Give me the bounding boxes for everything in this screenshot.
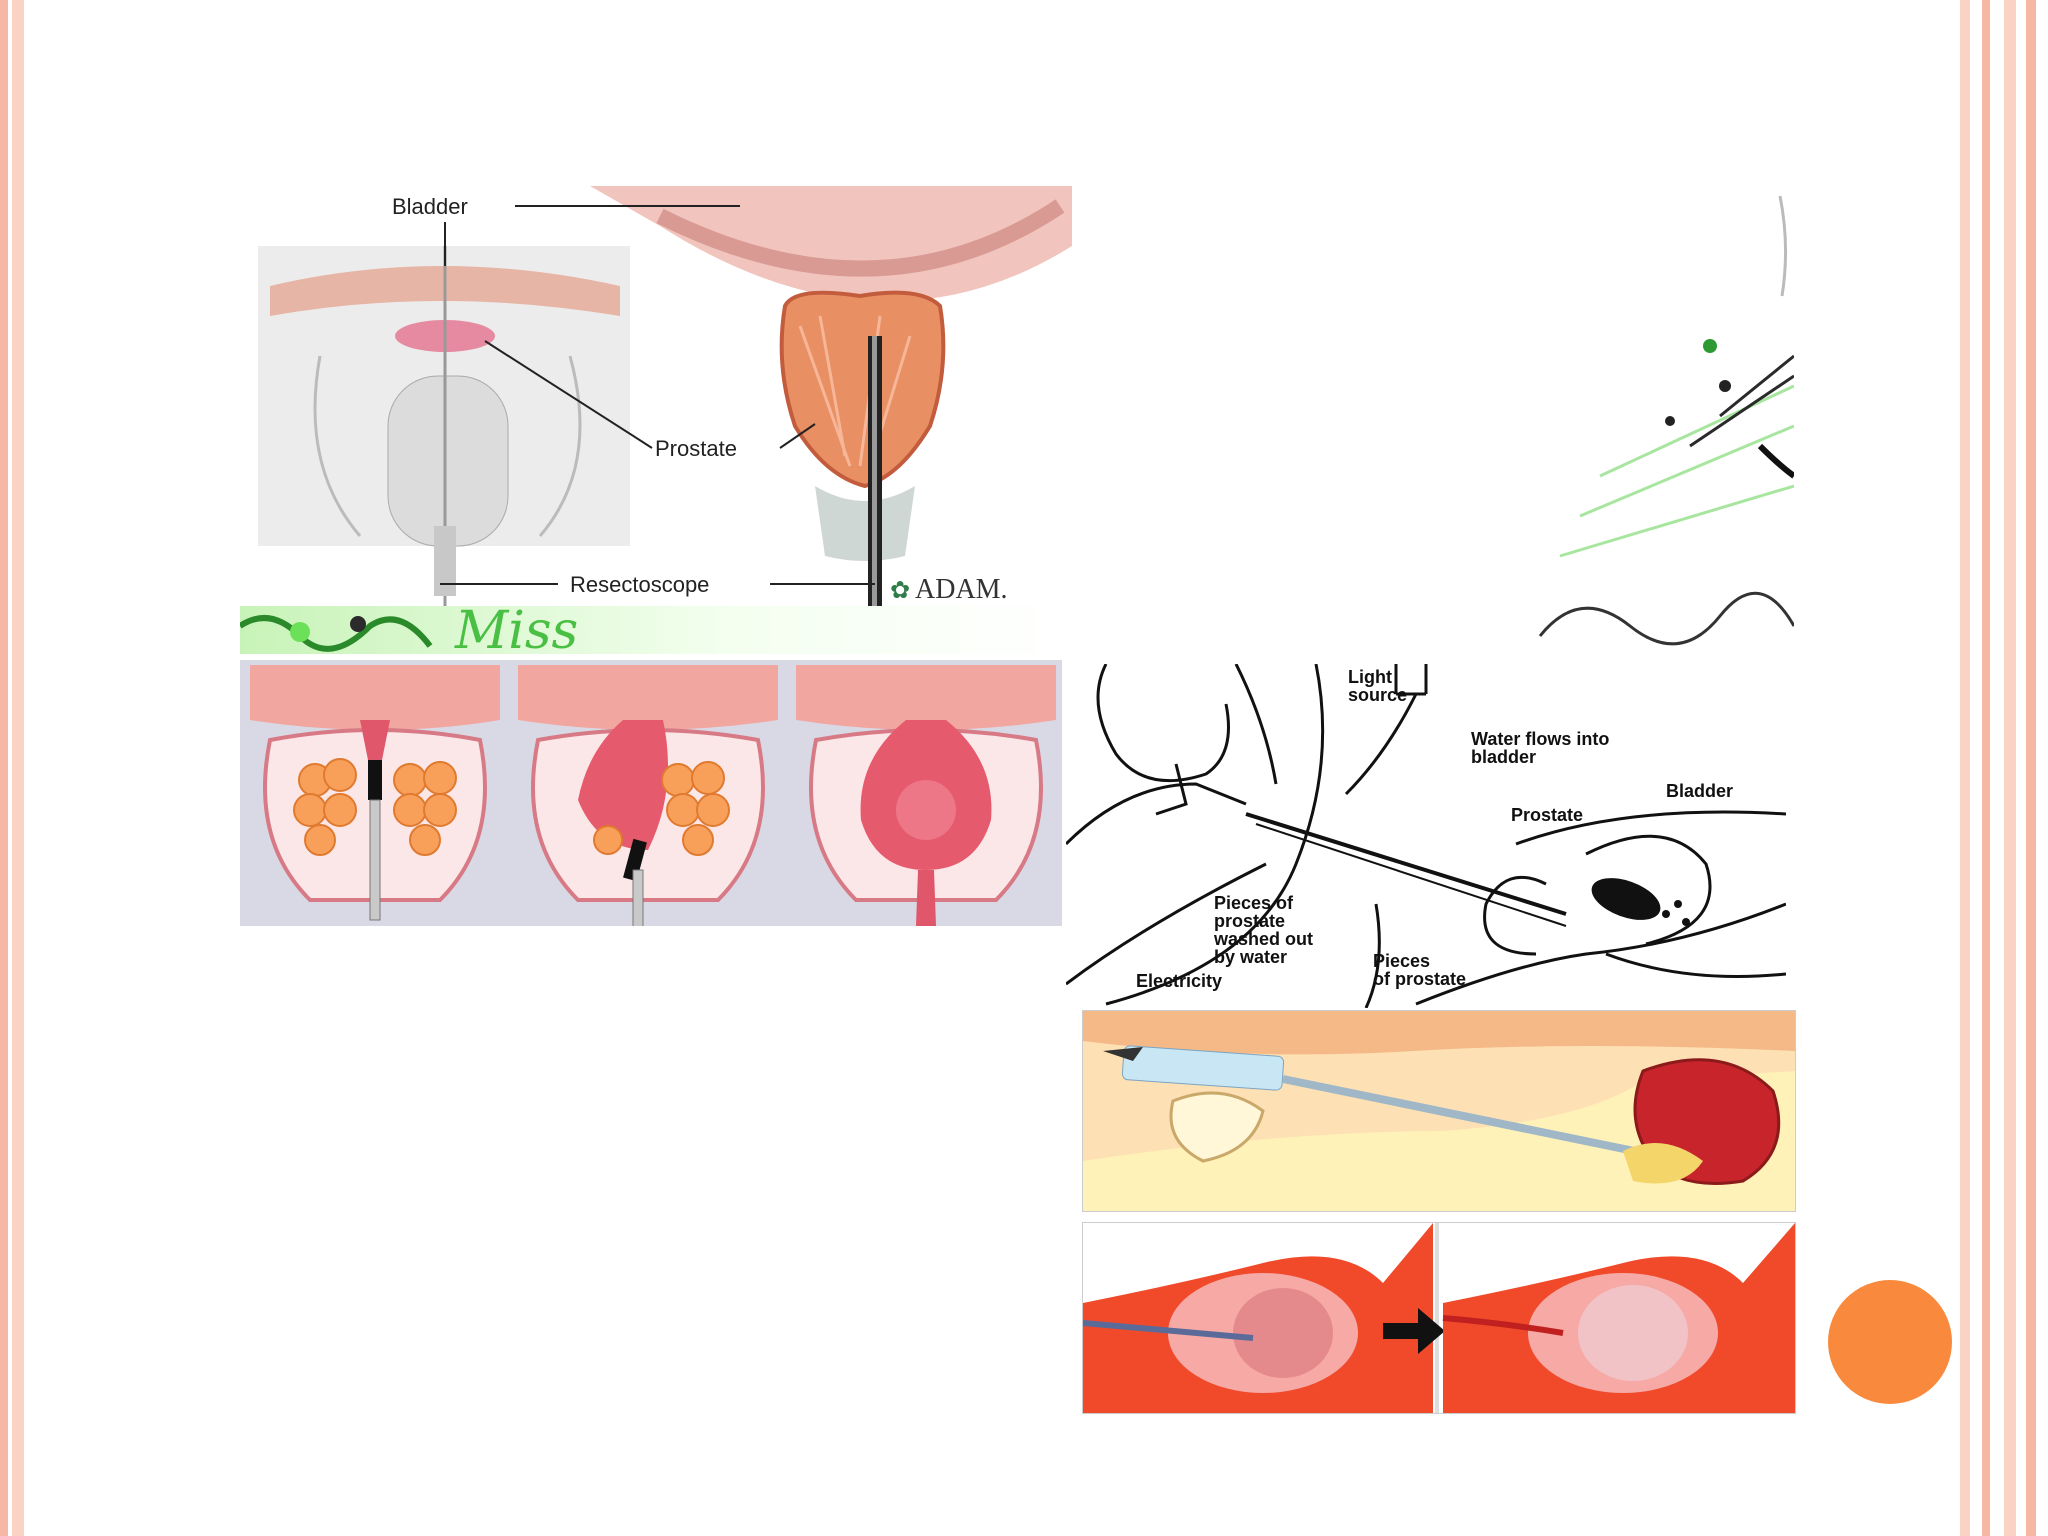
flower-icon: ✿: [890, 576, 910, 604]
procedure-sketch: Light source Water flows into bladder Bl…: [1066, 664, 1786, 1008]
arrow-right-icon: [1383, 1308, 1445, 1354]
right-border: [1960, 0, 2048, 1536]
stage-3: [796, 665, 1056, 926]
turp-stages: [240, 660, 1062, 926]
before-after-illustration: [1082, 1222, 1796, 1414]
brand-logo: ADAM.: [915, 574, 1008, 605]
before-panel: [1083, 1223, 1433, 1413]
stage-2: [518, 665, 778, 926]
after-panel: [1442, 1223, 1795, 1413]
bladder-label: Bladder: [392, 194, 468, 219]
handwriting-strip: Miss: [240, 606, 1072, 654]
pieces-prostate-line1: Pieces: [1373, 951, 1430, 971]
pieces-washed-line4: by water: [1214, 947, 1287, 967]
handwriting-text: Miss: [454, 606, 578, 654]
resectoscope-color-illustration: [1082, 1010, 1796, 1212]
anatomy-illustration: Bladder Prostate Resectoscope ADAM. ✿: [240, 186, 1072, 606]
sketch-fragment: [1520, 186, 1794, 650]
pieces-washed-line2: prostate: [1214, 911, 1285, 931]
prostate-sketch-label: Prostate: [1511, 805, 1583, 825]
water-flows-line2: bladder: [1471, 747, 1536, 767]
pieces-washed-line1: Pieces of: [1214, 893, 1294, 913]
decorative-orange-dot: [1828, 1280, 1952, 1404]
pieces-washed-line3: washed out: [1213, 929, 1313, 949]
left-border: [0, 0, 24, 1536]
light-source-line2: source: [1348, 685, 1407, 705]
water-flows-line1: Water flows into: [1471, 729, 1609, 749]
light-source-line1: Light: [1348, 667, 1392, 687]
stage-1: [250, 665, 500, 921]
prostate-label: Prostate: [655, 436, 737, 461]
resectoscope-label: Resectoscope: [570, 572, 709, 597]
bladder-sketch-label: Bladder: [1666, 781, 1733, 801]
electricity-label: Electricity: [1136, 971, 1222, 991]
pieces-prostate-line2: of prostate: [1373, 969, 1466, 989]
